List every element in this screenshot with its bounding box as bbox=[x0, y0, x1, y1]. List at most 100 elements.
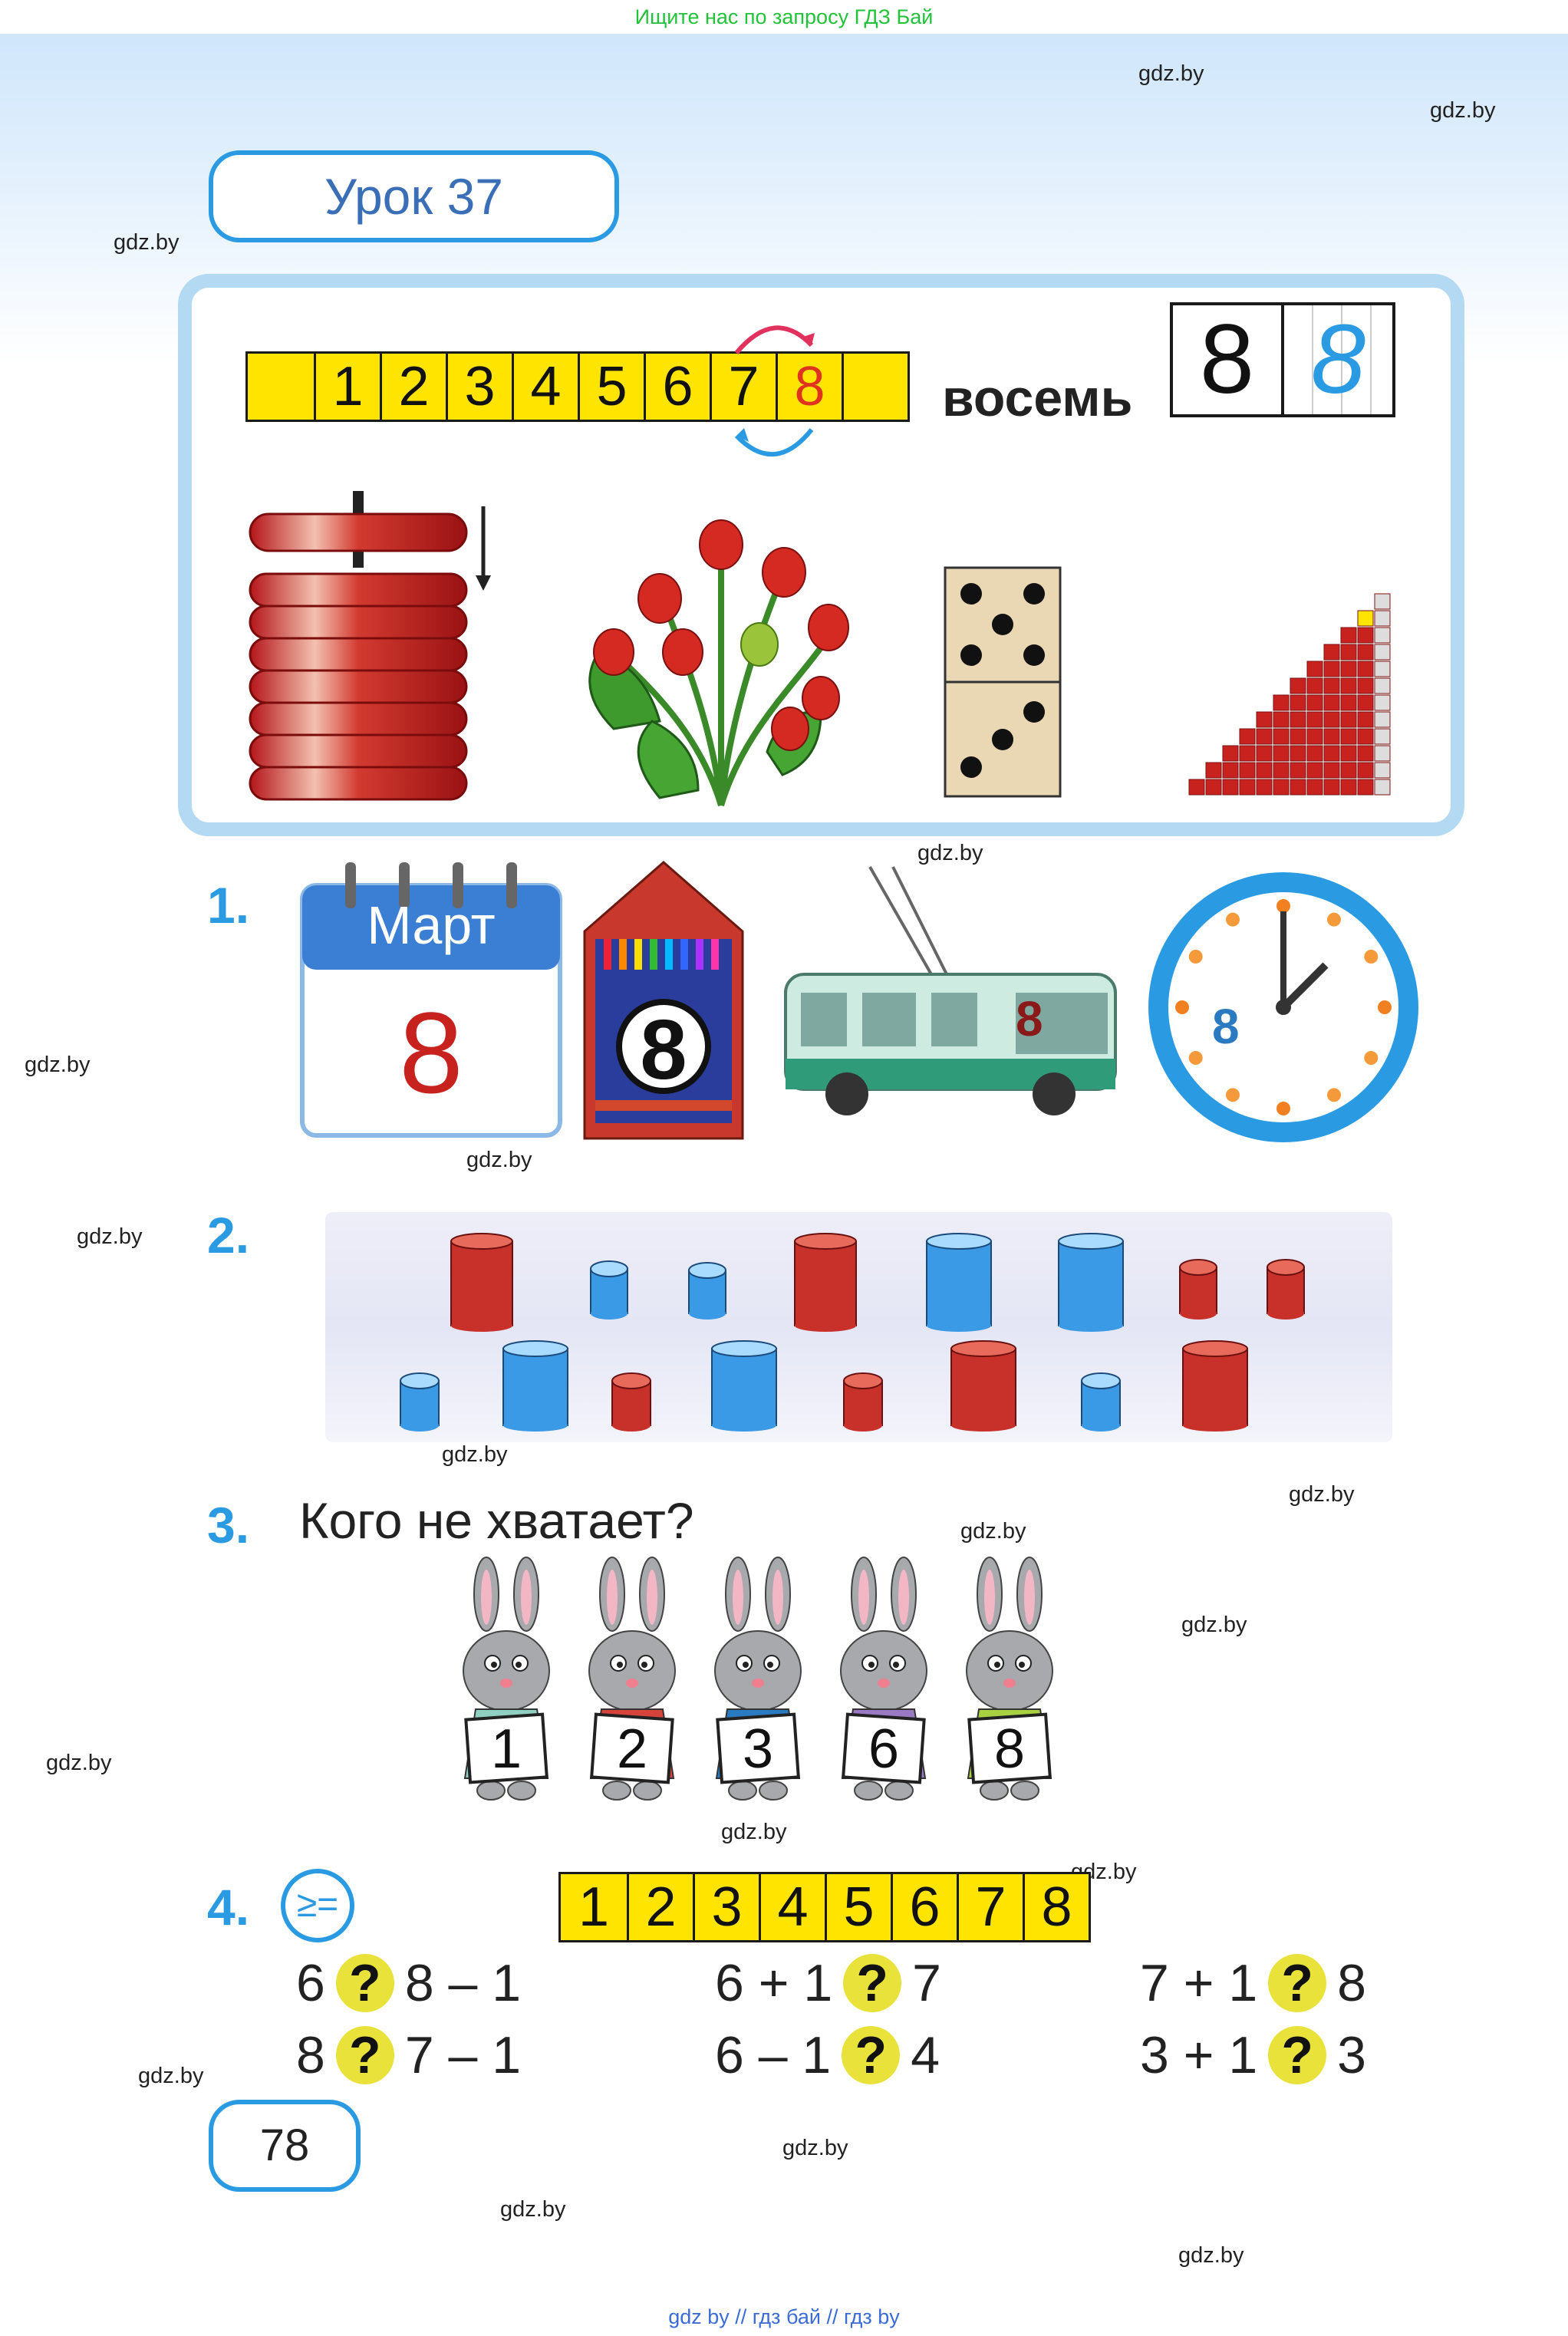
compare-sign-icon: ≥= bbox=[281, 1869, 354, 1942]
unknown-sign[interactable]: ? bbox=[1268, 2026, 1327, 2084]
unknown-sign[interactable]: ? bbox=[1268, 1954, 1327, 2012]
watermark: gdz.by bbox=[500, 2197, 566, 2222]
strip-cell bbox=[842, 354, 908, 420]
strip-cell: 4 bbox=[759, 1874, 825, 1940]
bunny-card-number: 8 bbox=[994, 1718, 1025, 1780]
watermark: gdz.by bbox=[1289, 1482, 1355, 1507]
bunny-card-number: 2 bbox=[617, 1718, 647, 1780]
bunny-card-number: 1 bbox=[491, 1718, 522, 1780]
strip-cell: 6 bbox=[891, 1874, 957, 1940]
compare-expression: 6 – 1 ? 4 bbox=[715, 2025, 940, 2085]
calendar-day: 8 bbox=[399, 988, 463, 1117]
calendar-icon: Март 8 bbox=[300, 862, 562, 1138]
unknown-sign[interactable]: ? bbox=[335, 2026, 394, 2084]
strip-cell: 7 bbox=[710, 354, 776, 420]
cylinders-illustration bbox=[400, 1233, 1305, 1432]
staircase-blocks-icon bbox=[1188, 593, 1391, 796]
trolleybus-number: 8 bbox=[1016, 991, 1043, 1046]
task-number: 4. bbox=[207, 1879, 250, 1936]
bunny-card-number: 6 bbox=[868, 1718, 899, 1780]
bunny-number-card: 6 bbox=[842, 1712, 926, 1784]
strip-cell bbox=[248, 354, 314, 420]
strip-cell: 8 bbox=[1023, 1874, 1089, 1940]
clock-hour-label: 8 bbox=[1212, 999, 1240, 1054]
trolleybus-icon: 8 bbox=[784, 866, 1117, 1115]
ring-pyramid-icon bbox=[249, 491, 491, 801]
strip-cell-highlight: 8 bbox=[776, 354, 842, 420]
strip-cell: 5 bbox=[578, 354, 644, 420]
bunny-card-number: 3 bbox=[743, 1718, 773, 1780]
bunny-number-card: 3 bbox=[716, 1712, 800, 1784]
crayon-box-number: 8 bbox=[640, 1003, 687, 1097]
task4-number-strip: 1 2 3 4 5 6 7 8 bbox=[558, 1872, 1091, 1942]
strawberry-plant-icon bbox=[588, 519, 849, 807]
compare-expression: 3 + 1 ? 3 bbox=[1140, 2025, 1366, 2085]
strip-cell: 2 bbox=[627, 1874, 693, 1940]
expr-right: 3 bbox=[1337, 2026, 1366, 2084]
strip-cell: 4 bbox=[512, 354, 578, 420]
watermark: gdz.by bbox=[960, 1519, 1026, 1544]
compare-expression: 6 ? 8 – 1 bbox=[296, 1953, 521, 2013]
strip-cell: 3 bbox=[446, 354, 512, 420]
bunny-number-card: 1 bbox=[464, 1712, 548, 1784]
expr-left: 3 + 1 bbox=[1140, 2026, 1258, 2084]
compare-expression: 6 + 1 ? 7 bbox=[715, 1953, 941, 2013]
watermark: gdz.by bbox=[1430, 98, 1496, 123]
expr-left: 6 + 1 bbox=[715, 1954, 833, 2012]
expr-right: 8 bbox=[1337, 1954, 1366, 2012]
wall-clock-icon: 8 bbox=[1148, 872, 1418, 1142]
watermark: gdz.by bbox=[1181, 1613, 1247, 1637]
compare-expression: 7 + 1 ? 8 bbox=[1140, 1953, 1366, 2013]
expr-left: 6 – 1 bbox=[715, 2026, 832, 2084]
watermark: gdz.by bbox=[138, 2064, 204, 2088]
digit-card: 8 8 bbox=[1170, 302, 1395, 417]
unknown-sign[interactable]: ? bbox=[335, 1954, 394, 2012]
footer-note[interactable]: gdz by // гдз бай // гдз by bbox=[668, 2305, 900, 2328]
expr-right: 7 – 1 bbox=[404, 2026, 522, 2084]
strip-cell: 2 bbox=[380, 354, 446, 420]
expr-right: 7 bbox=[912, 1954, 941, 2012]
watermark: gdz.by bbox=[77, 1224, 143, 1249]
expr-left: 7 + 1 bbox=[1140, 1954, 1258, 2012]
watermark: gdz.by bbox=[114, 230, 180, 255]
page-number: 78 bbox=[209, 2100, 361, 2192]
lesson-title: Урок 37 bbox=[209, 150, 619, 242]
task-number: 1. bbox=[207, 877, 250, 934]
task-number: 3. bbox=[207, 1497, 250, 1553]
digit-script: 8 bbox=[1284, 305, 1392, 414]
strip-cell: 1 bbox=[314, 354, 380, 420]
bunny-number-card: 2 bbox=[590, 1712, 674, 1784]
watermark: gdz.by bbox=[46, 1751, 112, 1775]
digit-print: 8 bbox=[1173, 305, 1284, 414]
compare-expression: 8 ? 7 – 1 bbox=[296, 2025, 521, 2085]
header-note[interactable]: Ищите нас по запросу ГДЗ Бай bbox=[0, 0, 1568, 34]
bunny-number-card: 8 bbox=[967, 1712, 1052, 1784]
expr-right: 4 bbox=[911, 2026, 940, 2084]
strip-cell: 1 bbox=[578, 1876, 610, 1938]
crayon-box-icon: 8 bbox=[583, 861, 744, 1140]
expr-left: 8 bbox=[296, 2026, 325, 2084]
strip-cell: 5 bbox=[825, 1874, 891, 1940]
strip-cell: 6 bbox=[644, 354, 710, 420]
watermark: gdz.by bbox=[442, 1442, 508, 1467]
intro-number-strip: 1 2 3 4 5 6 7 8 bbox=[245, 351, 910, 422]
expr-right: 8 – 1 bbox=[404, 1954, 522, 2012]
unknown-sign[interactable]: ? bbox=[843, 1954, 902, 2012]
task-question: Кого не хватает? bbox=[299, 1492, 694, 1549]
task-number: 2. bbox=[207, 1207, 250, 1264]
watermark: gdz.by bbox=[466, 1148, 532, 1172]
watermark: gdz.by bbox=[917, 841, 983, 865]
unknown-sign[interactable]: ? bbox=[842, 2026, 901, 2084]
strip-cell: 7 bbox=[957, 1874, 1023, 1940]
step-arrows-icon bbox=[734, 325, 815, 456]
watermark: gdz.by bbox=[1138, 61, 1204, 86]
watermark: gdz.by bbox=[1178, 2243, 1244, 2268]
number-word: восемь bbox=[942, 369, 1133, 427]
watermark: gdz.by bbox=[25, 1053, 91, 1077]
bunnies-illustration: 1 2 3 6 8 bbox=[463, 1557, 1053, 1801]
strip-cell: 3 bbox=[693, 1874, 759, 1940]
domino-icon bbox=[944, 566, 1062, 798]
watermark: gdz.by bbox=[721, 1820, 787, 1844]
calendar-month: Март bbox=[367, 895, 495, 955]
expr-left: 6 bbox=[296, 1954, 325, 2012]
